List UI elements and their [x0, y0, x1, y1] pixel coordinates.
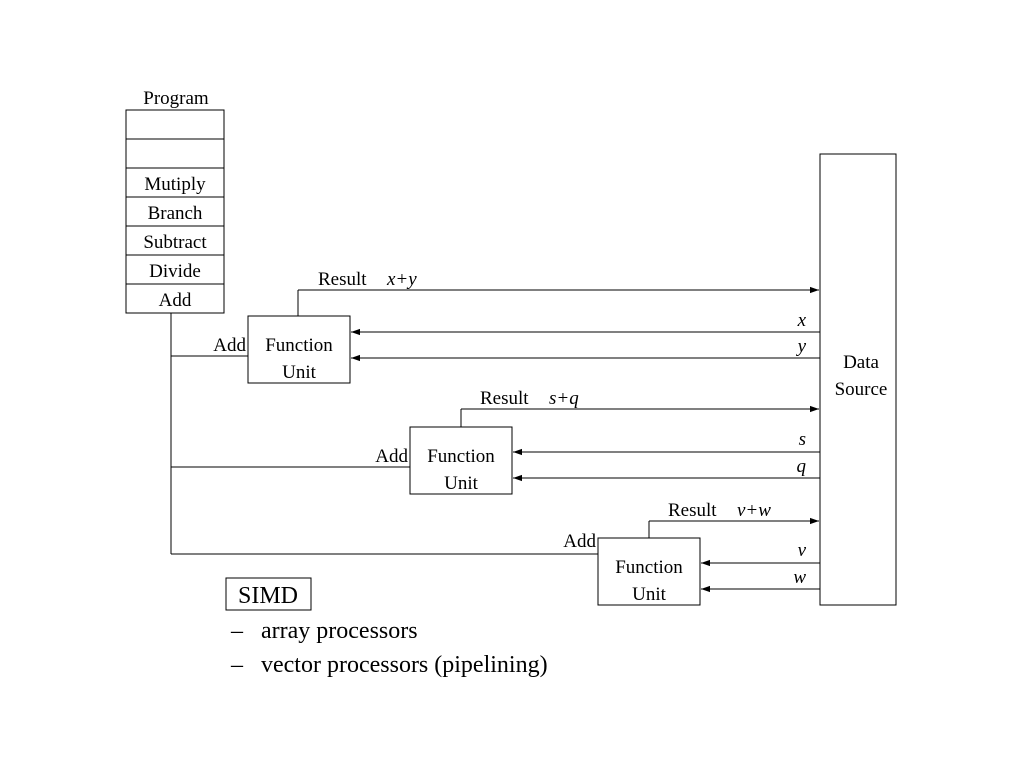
program-slot-6	[125, 254, 225, 285]
program-slot-7	[125, 283, 225, 314]
bullet-text: vector processors (pipelining)	[261, 652, 548, 678]
program-slot-label: Divide	[149, 261, 201, 282]
data-source-box	[819, 153, 897, 606]
program-slot-label: Subtract	[143, 232, 207, 253]
simd-heading: SIMD	[238, 583, 298, 609]
unit-op-label: Add	[375, 446, 408, 467]
function-unit-label: Function	[427, 446, 495, 467]
input-label: v	[798, 540, 807, 561]
bullet-marker: –	[230, 652, 244, 678]
bullet-text: array processors	[261, 618, 418, 644]
program-title: Program	[143, 88, 209, 109]
input-label: w	[793, 567, 806, 588]
result-expr: v+w	[737, 500, 771, 521]
unit-op-label: Add	[563, 531, 596, 552]
function-unit-label: Function	[615, 557, 683, 578]
data-source-label: Source	[835, 379, 888, 400]
result-label: Result	[668, 500, 717, 521]
program-slot-3	[125, 167, 225, 198]
result-expr: s+q	[549, 388, 579, 409]
simd-notes: SIMD – array processors – vector process…	[225, 577, 548, 678]
input-label: y	[796, 336, 807, 357]
result-expr: x+y	[386, 269, 417, 290]
function-unit-label: Unit	[632, 584, 667, 605]
program-slot-2	[125, 138, 225, 169]
function-unit-2: Function Unit Add Result s+q s q	[375, 388, 820, 495]
program-slot-label: Mutiply	[144, 174, 206, 195]
input-label: x	[797, 310, 807, 331]
instruction-bus	[170, 313, 598, 555]
function-unit-label: Function	[265, 335, 333, 356]
function-unit-box	[409, 426, 513, 495]
bullet-marker: –	[230, 618, 244, 644]
unit-op-label: Add	[213, 335, 246, 356]
function-unit-box	[247, 315, 351, 384]
result-label: Result	[318, 269, 367, 290]
program-slot-1	[125, 109, 225, 140]
data-source: Data Source	[819, 153, 897, 606]
function-unit-3: Function Unit Add Result v+w v w	[563, 500, 820, 606]
program-slot-4	[125, 196, 225, 227]
simd-heading-box	[225, 577, 312, 611]
function-unit-label: Unit	[282, 362, 317, 383]
input-label: s	[799, 429, 806, 450]
function-unit-label: Unit	[444, 473, 479, 494]
program-slot-label: Add	[159, 290, 192, 311]
program-slot-label: Branch	[148, 203, 203, 224]
input-label: q	[797, 456, 807, 477]
function-unit-1: Function Unit Add Result x+y x y	[213, 269, 820, 384]
result-label: Result	[480, 388, 529, 409]
data-source-label: Data	[843, 352, 879, 373]
program-memory: Program Mutiply Branch Subtract Divide A…	[125, 88, 225, 314]
